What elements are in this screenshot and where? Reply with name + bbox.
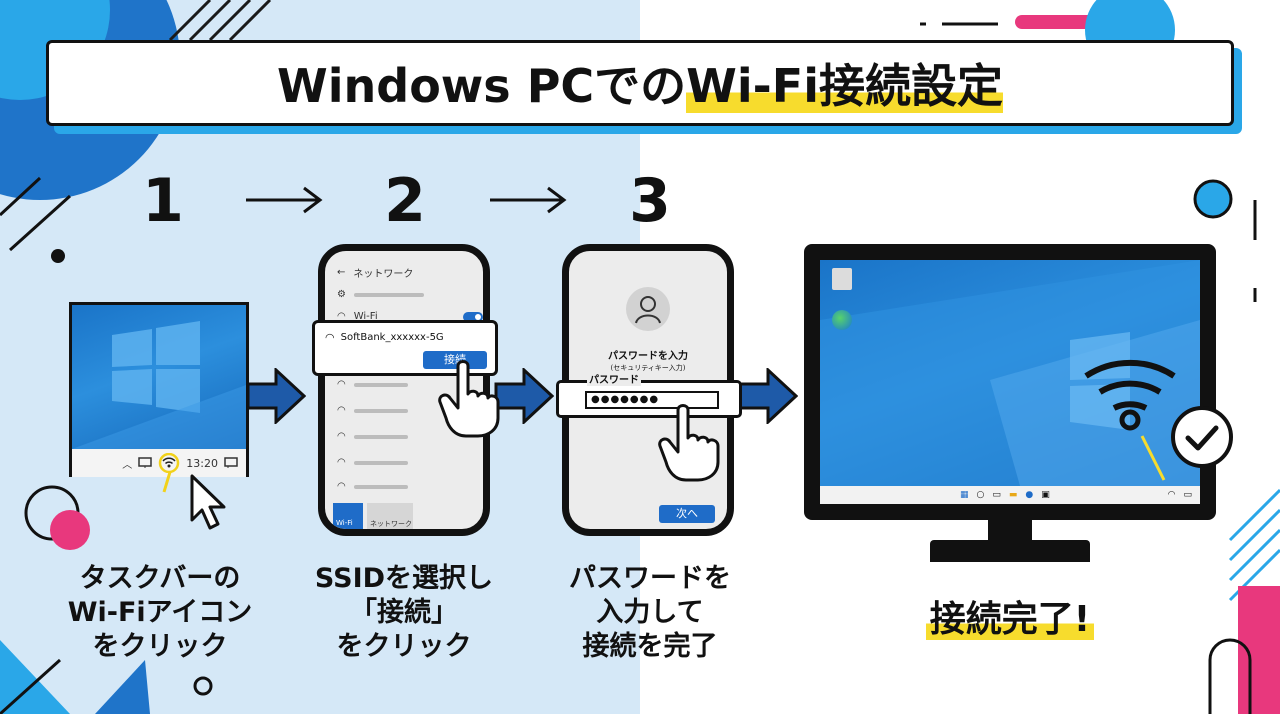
transition-arrow-3 (738, 368, 798, 424)
notification-icon[interactable] (224, 457, 238, 469)
deco-pink-pill (1015, 15, 1100, 29)
monitor-frame: ▦ ○ ▭ ▬ ● ▣ ◠ ▭ (804, 244, 1216, 520)
notification-tray-icon[interactable]: ▭ (1183, 490, 1192, 500)
back-arrow-icon[interactable]: ← (337, 267, 346, 278)
done-label: 接続完了! (925, 599, 1095, 640)
quick-tile-wifi-label: Wi-Fi (336, 519, 353, 527)
wifi-tray-icon[interactable]: ◠ (1167, 490, 1176, 500)
password-label: パスワード (587, 371, 641, 386)
deco-triangle-bottom-left (0, 640, 70, 714)
deco-pink-rect (1238, 586, 1280, 714)
flow-arrow-1 (246, 186, 323, 214)
desktop-wallpaper (72, 305, 246, 449)
windows-logo-icon (72, 321, 246, 449)
network-header-title: ネットワーク (353, 269, 414, 280)
transition-arrow-1 (246, 368, 306, 424)
quick-tile-network-label: ネットワーク (370, 520, 412, 528)
step-3-number: 3 (629, 166, 671, 236)
wifi-small-icon: ◠ (337, 311, 346, 322)
step-2-caption: SSIDを選択し 「接続」 をクリック (314, 563, 494, 662)
step-1-screen: ︿ 13:20 (69, 302, 249, 477)
network-list-item: ◠ (337, 431, 408, 442)
hand-pointer-icon (658, 404, 720, 482)
wallpaper-art (820, 260, 1200, 486)
monitor-icon[interactable] (138, 457, 153, 469)
deco-circle-right (1193, 179, 1233, 219)
monitor-taskbar: ▦ ○ ▭ ▬ ● ▣ ◠ ▭ (820, 486, 1200, 504)
hand-pointer-icon (438, 360, 500, 438)
task-view-icon[interactable]: ▭ (992, 490, 1001, 500)
step-2-number: 2 (384, 166, 426, 236)
wifi-lock-icon: ◠ (325, 331, 335, 344)
search-icon[interactable]: ○ (976, 490, 985, 500)
chevron-up-icon[interactable]: ︿ (122, 459, 133, 471)
network-list-item: ◠ (337, 481, 408, 492)
password-prompt-subtitle: (セキュリティキー入力) (610, 364, 686, 372)
network-list-item: ◠ (337, 457, 408, 468)
ssid-name: SoftBank_xxxxxx-5G (340, 332, 444, 343)
wifi-toggle-row: ◠ Wi-Fi (337, 311, 483, 322)
step-1-number: 1 (142, 166, 184, 236)
wifi-lock-icon: ◠ (337, 405, 346, 416)
step-2-phone: ← ネットワーク ⚙ ◠ Wi-Fi ◠ ◠ ◠ ◠ ◠ Wi-Fi ネットワー… (318, 244, 490, 536)
title-box: Windows PCでのWi-Fi接続設定 (46, 40, 1234, 126)
wifi-lock-icon: ◠ (337, 457, 346, 468)
folder-icon[interactable]: ▬ (1008, 490, 1018, 500)
monitor-neck (988, 520, 1032, 540)
password-prompt-title: パスワードを入力 (608, 351, 688, 362)
monitor-corner-spacer (816, 252, 830, 266)
wifi-lock-icon: ◠ (337, 431, 346, 442)
deco-stripes-top (168, 0, 272, 42)
recycle-bin-icon[interactable] (832, 268, 852, 290)
next-button[interactable]: 次へ (659, 505, 715, 523)
step-3-caption: パスワードを 入力して 接続を完了 (569, 563, 731, 662)
monitor-wallpaper (820, 260, 1200, 486)
deco-line-left (0, 176, 42, 217)
network-list-item: ◠ (337, 379, 408, 390)
store-icon[interactable]: ▣ (1041, 490, 1050, 500)
windows-start-icon[interactable]: ▦ (960, 490, 969, 500)
ssid-popup[interactable]: ◠ SoftBank_xxxxxx-5G 接続 (312, 320, 498, 376)
wifi-toggle[interactable] (463, 311, 483, 322)
transition-arrow-2 (494, 368, 554, 424)
wifi-lock-icon: ◠ (337, 379, 346, 390)
edge-taskbar-icon[interactable]: ● (1025, 490, 1034, 500)
deco-dot (51, 249, 65, 263)
page-title: Windows PCでのWi-Fi接続設定 (277, 50, 1003, 116)
checkmark-icon (1171, 406, 1233, 468)
password-field-popup: パスワード ●●●●●●● (556, 371, 742, 418)
title-main: Windows PCでの (277, 59, 687, 113)
edge-browser-icon[interactable] (832, 310, 852, 330)
flow-arrow-2 (490, 186, 567, 214)
settings-row: ⚙ (337, 289, 424, 300)
deco-pink-dot (50, 510, 90, 550)
deco-stripes-right (1228, 488, 1280, 602)
taskbar: ︿ 13:20 (72, 449, 246, 477)
mouse-cursor-icon (162, 471, 226, 530)
quick-tile-wifi[interactable]: Wi-Fi (333, 503, 363, 529)
taskbar-clock: 13:20 (186, 456, 218, 470)
network-header: ← ネットワーク (337, 265, 413, 280)
user-avatar-icon (626, 287, 670, 331)
title-highlight: Wi-Fi接続設定 (686, 59, 1003, 113)
wifi-lock-icon: ◠ (337, 481, 346, 492)
quick-tile-network[interactable]: ネットワーク (367, 503, 413, 529)
done-label-wrap: 接続完了! (880, 590, 1140, 642)
ssid-row: ◠ SoftBank_xxxxxx-5G (325, 331, 444, 344)
password-input[interactable]: ●●●●●●● (585, 391, 719, 409)
wifi-row-label: Wi-Fi (353, 311, 378, 322)
step-1-caption: タスクバーの Wi-Fiアイコン をクリック (67, 563, 253, 662)
network-list-item: ◠ (337, 405, 408, 416)
gear-icon: ⚙ (337, 289, 346, 300)
wifi-big-icon (1084, 359, 1176, 481)
monitor-stand (930, 540, 1090, 562)
